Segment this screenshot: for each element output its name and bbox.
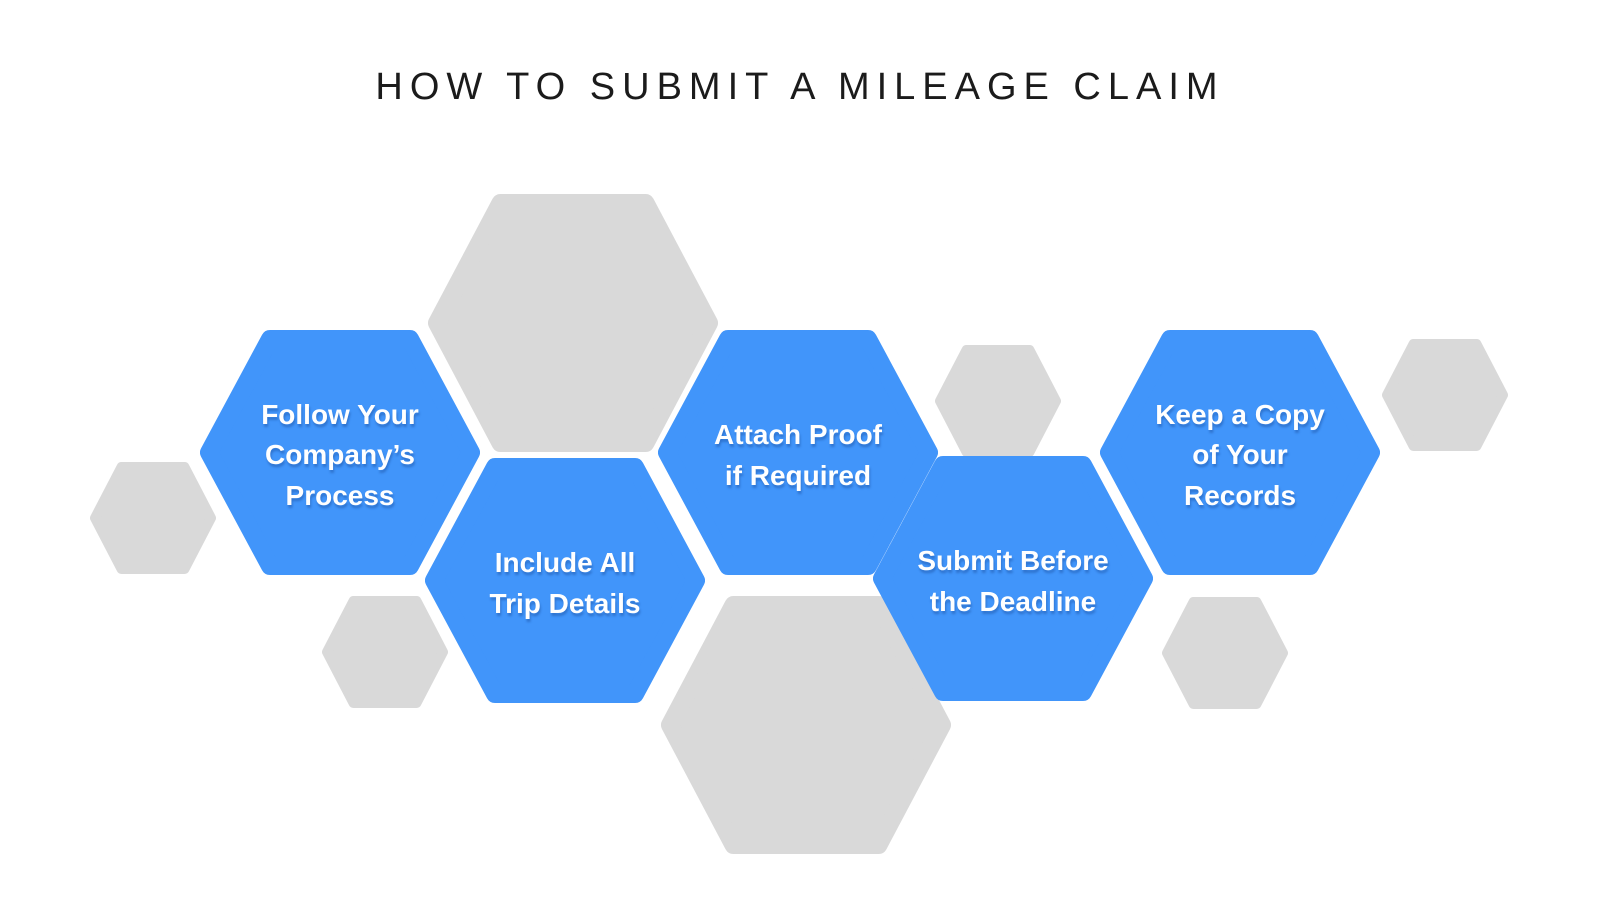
step-3-label: Attach Proof if Required	[714, 418, 882, 491]
page-title: HOW TO SUBMIT A MILEAGE CLAIM	[375, 66, 1225, 108]
hex-step-4: Submit Before the Deadline	[873, 456, 1153, 701]
hexagon-shape-icon	[1162, 597, 1288, 709]
decor-hexagon-small-right	[1382, 339, 1508, 451]
step-4-label: Submit Before the Deadline	[917, 544, 1109, 617]
decor-hexagon-small-mid	[935, 345, 1061, 457]
hexagon-shape-icon	[1100, 330, 1380, 575]
hexagon-shape-icon	[658, 330, 938, 575]
hexagon-shape-icon	[661, 596, 951, 854]
hex-step-3: Attach Proof if Required	[658, 330, 938, 575]
hexagon-shape-icon	[322, 596, 448, 708]
decor-hexagon-small-below-step1	[322, 596, 448, 708]
hexagon-shape-icon	[428, 194, 718, 452]
decor-hexagon-small-below-step5	[1162, 597, 1288, 709]
hex-step-1: Follow Your Company’s Process	[200, 330, 480, 575]
hex-step-2: Include All Trip Details	[425, 458, 705, 703]
step-2-label: Include All Trip Details	[489, 546, 641, 619]
hexagon-shape-icon	[1382, 339, 1508, 451]
hexagon-shape-icon	[90, 462, 216, 574]
decor-hexagon-small-left	[90, 462, 216, 574]
hexagon-shape-icon	[935, 345, 1061, 457]
hexagon-shape-icon	[873, 456, 1153, 701]
decor-hexagon-large-top	[428, 194, 718, 452]
step-1-label: Follow Your Company’s Process	[261, 398, 419, 511]
decor-hexagon-large-bottom	[661, 596, 951, 854]
step-5-label: Keep a Copy of Your Records	[1155, 398, 1325, 511]
hex-step-5: Keep a Copy of Your Records	[1100, 330, 1380, 575]
hexagon-shape-icon	[200, 330, 480, 575]
hexagon-shape-icon	[425, 458, 705, 703]
